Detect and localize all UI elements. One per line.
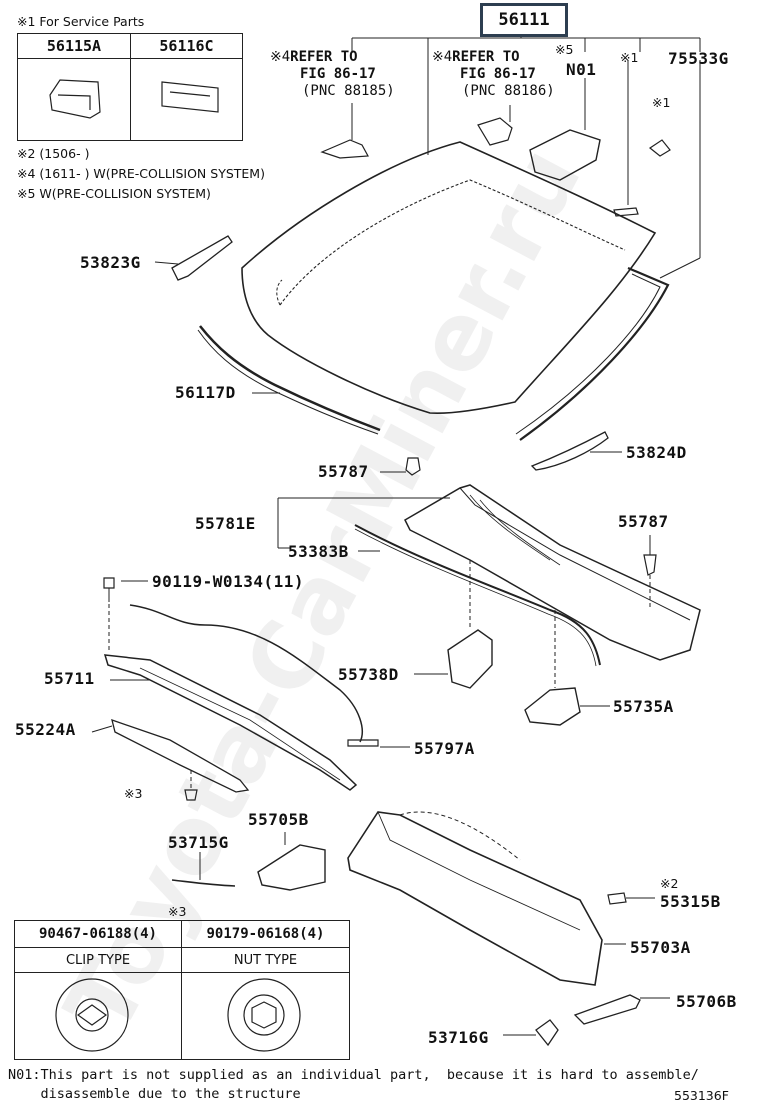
- label-55711: 55711: [44, 669, 95, 688]
- ref-right-line1: REFER TO: [452, 49, 520, 65]
- label-56117d: 56117D: [175, 383, 236, 402]
- label-53824d: 53824D: [626, 443, 687, 462]
- fastener-clip-part: 90467-06188(4): [38, 926, 157, 942]
- label-55797a: 55797A: [414, 739, 475, 758]
- mark-3-table: ※3: [168, 904, 187, 919]
- label-55706b: 55706B: [676, 992, 737, 1011]
- mark-1b: ※1: [652, 95, 671, 110]
- label-55224a: 55224A: [15, 720, 76, 739]
- label-55738d: 55738D: [338, 665, 399, 684]
- ref-right-mark: ※4: [432, 49, 453, 65]
- ref-left-line2: FIG 86-17: [300, 66, 376, 82]
- service-part-right: 56116C: [131, 34, 242, 59]
- label-53716g: 53716G: [428, 1028, 489, 1047]
- label-55787-right: 55787: [618, 512, 669, 531]
- label-55781e: 55781E: [195, 514, 256, 533]
- fastener-nut-type: NUT TYPE: [233, 952, 298, 968]
- label-55315b: 55315B: [660, 892, 721, 911]
- ref-left-mark: ※4: [270, 49, 291, 65]
- footnote-line2: disassemble due to the structure: [8, 1086, 301, 1102]
- label-75533g: 75533G: [668, 49, 729, 68]
- label-55735a: 55735A: [613, 697, 674, 716]
- mark-1a: ※1: [620, 50, 639, 65]
- label-55705b: 55705B: [248, 810, 309, 829]
- ref-left-line1: REFER TO: [290, 49, 358, 65]
- ref-right-line3: (PNC 88186): [462, 83, 555, 99]
- note-4: ※4 (1611- ) W(PRE-COLLISION SYSTEM): [17, 166, 265, 181]
- fastener-clip-type: CLIP TYPE: [65, 952, 131, 968]
- fastener-table-rule2: [15, 972, 349, 973]
- fastener-table-divider: [181, 921, 182, 1059]
- label-55787-top: 55787: [318, 462, 369, 481]
- label-53383b: 53383B: [288, 542, 349, 561]
- label-55703a: 55703A: [630, 938, 691, 957]
- ref-right-line2: FIG 86-17: [460, 66, 536, 82]
- ref-left-block: ※4REFER TO FIG 86-17 (PNC 88185): [270, 49, 395, 100]
- fastener-table: 90467-06188(4) 90179-06168(4) CLIP TYPE …: [14, 920, 350, 1060]
- label-53823g: 53823G: [80, 253, 141, 272]
- footnote: N01:This part is not supplied as an indi…: [8, 1066, 699, 1104]
- mark-3: ※3: [124, 786, 143, 801]
- ref-left-line3: (PNC 88185): [302, 83, 395, 99]
- mark-5: ※5: [555, 42, 574, 57]
- service-parts-title: ※1 For Service Parts: [17, 14, 145, 29]
- ref-right-block: ※4REFER TO FIG 86-17 (PNC 88186): [432, 49, 555, 100]
- service-parts-table: 56115A 56116C: [17, 33, 243, 141]
- label-n01: N01: [566, 60, 597, 79]
- footnote-line1: N01:This part is not supplied as an indi…: [8, 1067, 699, 1083]
- main-part-number: 56111: [480, 3, 568, 37]
- note-5: ※5 W(PRE-COLLISION SYSTEM): [17, 186, 211, 201]
- fastener-nut-part: 90179-06168(4): [206, 926, 325, 942]
- note-2: ※2 (1506- ): [17, 146, 90, 161]
- table-divider: [130, 34, 131, 140]
- label-90119: 90119-W0134(11): [152, 572, 304, 591]
- label-53715g: 53715G: [168, 833, 229, 852]
- service-part-left: 56115A: [18, 34, 130, 59]
- mark-2: ※2: [660, 876, 679, 891]
- diagram-code: 553136F: [674, 1088, 729, 1103]
- fastener-table-rule1: [15, 947, 349, 948]
